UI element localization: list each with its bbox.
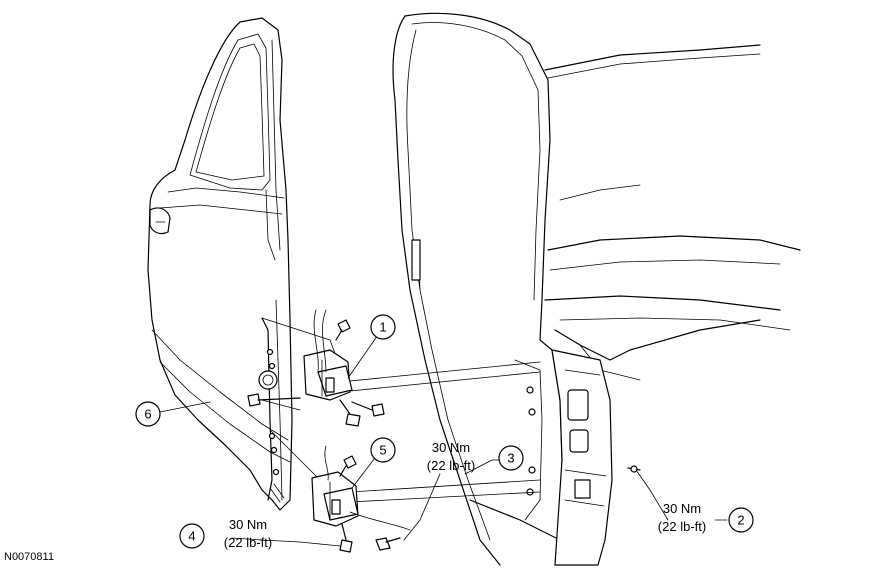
upper-door-hinge — [247, 309, 385, 427]
torque-spec-item2: 30 Nm (22 lb-ft) — [658, 501, 706, 534]
callout-1: 1 — [370, 314, 396, 340]
callout-5-number: 5 — [379, 443, 386, 458]
torque-spec-item4: 30 Nm (22 lb-ft) — [224, 517, 272, 550]
bolt — [375, 537, 401, 551]
bolt — [335, 319, 351, 341]
leader-lines — [159, 331, 728, 547]
bolt — [339, 455, 357, 477]
front-door — [147, 17, 293, 511]
callout-3: 3 — [498, 445, 524, 471]
callout-2-number: 2 — [737, 513, 744, 528]
callout-4: 4 — [179, 523, 205, 549]
callout-3-number: 3 — [507, 451, 514, 466]
callout-2: 2 — [728, 507, 754, 533]
callout-6: 6 — [135, 401, 161, 427]
callout-5: 5 — [370, 437, 396, 463]
bolt — [247, 393, 301, 407]
callout-6-number: 6 — [144, 407, 151, 422]
bolt — [351, 401, 385, 417]
bolt — [339, 523, 353, 553]
callout-1-number: 1 — [379, 320, 386, 335]
torque-item4-metric: 30 Nm — [229, 517, 267, 532]
bolt — [339, 399, 361, 427]
torque-item4-imperial: (22 lb-ft) — [224, 535, 272, 550]
torque-item3-metric: 30 Nm — [432, 440, 470, 455]
torque-item2-metric: 30 Nm — [663, 501, 701, 516]
callout-4-number: 4 — [188, 529, 195, 544]
torque-item3-imperial: (22 lb-ft) — [427, 458, 475, 473]
figure-id: N0070811 — [4, 551, 54, 563]
torque-spec-item3: 30 Nm (22 lb-ft) — [427, 440, 475, 473]
vehicle-body — [392, 12, 801, 566]
alignment-lines — [261, 317, 541, 503]
lower-door-hinge — [311, 445, 411, 553]
torque-item2-imperial: (22 lb-ft) — [658, 519, 706, 534]
